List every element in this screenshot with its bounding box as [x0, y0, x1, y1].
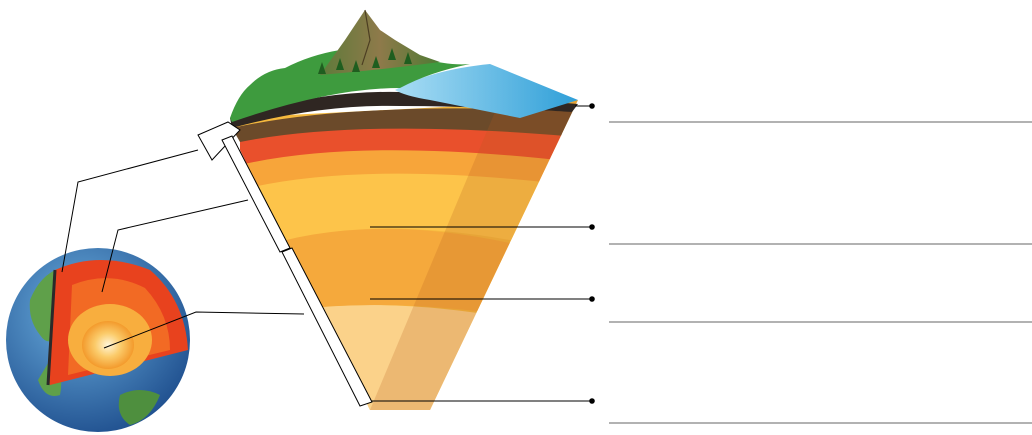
wedge-brackets: [197, 121, 373, 407]
ocean-surface: [395, 64, 578, 118]
mantle-bracket: [221, 135, 291, 253]
upper-mantle-layer: [240, 126, 575, 165]
inner-core-layer: [240, 305, 520, 410]
pointer-dot-4: [589, 398, 595, 404]
lower-mantle-layer: [240, 171, 560, 255]
pointer-dot-3: [589, 296, 595, 302]
cross-section-wedge: [230, 9, 578, 410]
wedge-side-shade: [370, 100, 578, 410]
tree-icon: [318, 48, 412, 74]
earth-globe-icon: [6, 248, 190, 432]
globe-inner-core: [82, 321, 134, 369]
core-bracket: [281, 247, 373, 407]
label-pointers: [370, 103, 595, 404]
pointer-dot-1: [589, 103, 595, 109]
answer-lines: [609, 121, 1032, 424]
globe-leader-lines: [61, 149, 305, 349]
globe-cut-edge: [46, 269, 57, 386]
pointer-dot-2: [589, 224, 595, 230]
core-leader: [103, 311, 305, 349]
continent-shape: [118, 390, 160, 425]
mantle-layer: [240, 147, 570, 190]
land-surface: [230, 48, 470, 122]
lithosphere-layer: [232, 108, 578, 142]
crust-leader: [61, 149, 199, 273]
crust-bracket: [197, 121, 241, 161]
mantle-leader: [101, 199, 249, 293]
mountain-ridge: [361, 9, 371, 66]
